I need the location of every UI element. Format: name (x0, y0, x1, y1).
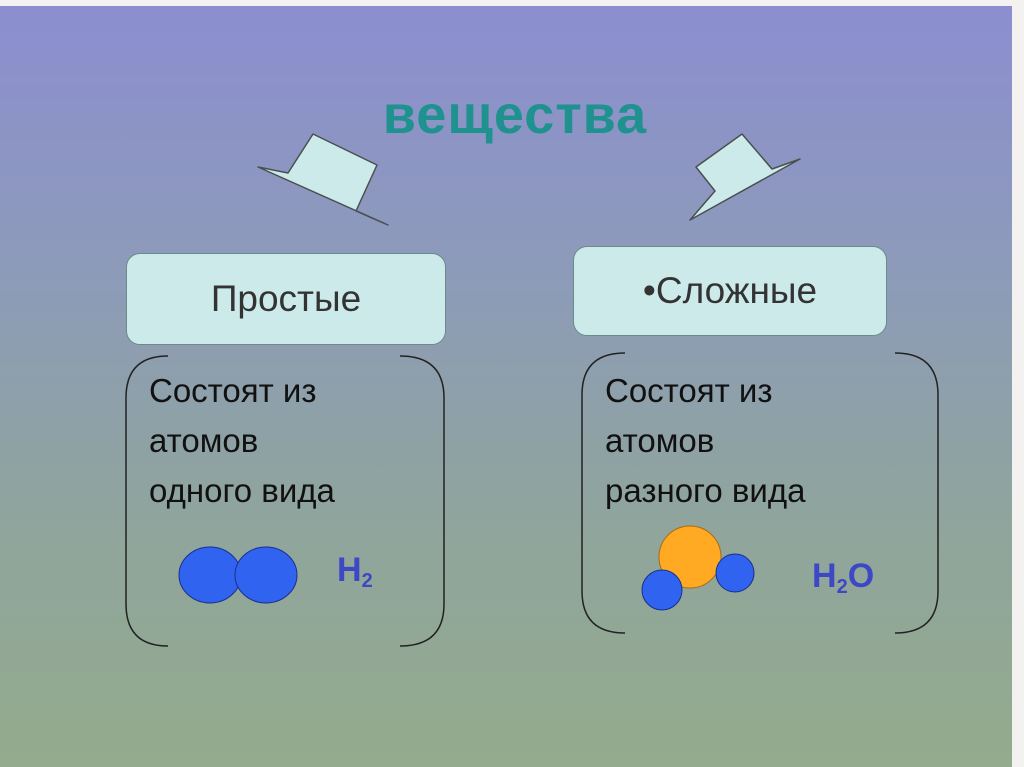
diagram-shapes (125, 133, 939, 647)
heading-complex: •Сложные (573, 246, 887, 336)
heading-simple-label: Простые (210, 278, 362, 319)
slide: вещества Простые •Сложные Состоят из ато… (0, 6, 1012, 767)
heading-simple: Простые (126, 253, 446, 345)
description-line: одного вида (149, 472, 335, 509)
page-title: вещества (382, 85, 648, 145)
bracket-right (581, 352, 939, 634)
description-line: атомов (149, 422, 259, 459)
formula-h2o: H2O (812, 557, 875, 598)
description-line: Состоят из (605, 372, 773, 409)
h2-molecule (178, 546, 298, 604)
hydrogen-atom (641, 569, 683, 611)
description-simple: Состоят из атомов одного вида (149, 366, 335, 516)
arrow-right (689, 133, 801, 221)
oxygen-atom (658, 525, 722, 589)
description-complex: Состоят из атомов разного вида (605, 366, 805, 516)
hydrogen-atom (178, 546, 242, 604)
formula-h2: H2 (337, 551, 373, 592)
description-line: Состоят из (149, 372, 317, 409)
arrow-left (257, 133, 389, 226)
bracket-left (125, 355, 445, 647)
hydrogen-atom (715, 553, 755, 593)
heading-complex-label: •Сложные (642, 270, 818, 311)
description-line: разного вида (605, 472, 806, 509)
hydrogen-atom (234, 546, 298, 604)
h2o-molecule (641, 525, 755, 611)
description-line: атомов (605, 422, 715, 459)
